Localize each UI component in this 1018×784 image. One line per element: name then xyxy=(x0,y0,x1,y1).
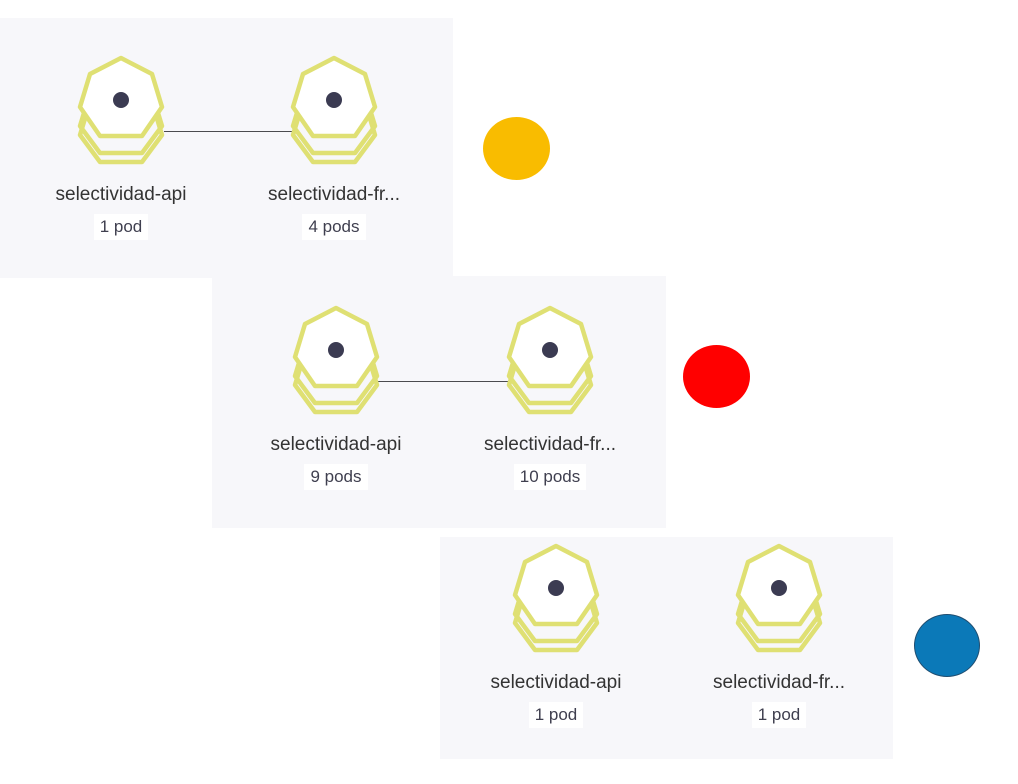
service-name: selectividad-api xyxy=(270,434,402,455)
stacked-heptagon-icon xyxy=(76,55,166,165)
status-indicator-yellow xyxy=(483,117,550,180)
service-node-frontend[interactable]: selectividad-fr... 1 pod xyxy=(704,543,854,728)
service-node-api[interactable]: selectividad-api 9 pods xyxy=(261,305,411,490)
service-link-1 xyxy=(164,131,294,132)
pod-count: 10 pods xyxy=(513,464,587,490)
service-group-panel-1 xyxy=(0,18,453,278)
service-link-2 xyxy=(378,381,508,382)
service-name: selectividad-fr... xyxy=(268,184,400,205)
service-name: selectividad-api xyxy=(490,672,622,693)
service-name: selectividad-api xyxy=(55,184,187,205)
pod-count: 1 pod xyxy=(93,214,149,240)
stacked-heptagon-icon xyxy=(291,305,381,415)
service-node-frontend[interactable]: selectividad-fr... 4 pods xyxy=(259,55,409,240)
service-name: selectividad-fr... xyxy=(713,672,845,693)
service-name: selectividad-fr... xyxy=(484,434,616,455)
service-group-panel-2 xyxy=(212,276,666,528)
service-node-api[interactable]: selectividad-api 1 pod xyxy=(46,55,196,240)
stacked-heptagon-icon xyxy=(734,543,824,653)
pod-count: 4 pods xyxy=(302,214,366,240)
stacked-heptagon-icon xyxy=(505,305,595,415)
pod-count: 9 pods xyxy=(304,464,368,490)
status-indicator-blue xyxy=(914,614,980,677)
pod-count: 1 pod xyxy=(751,702,807,728)
service-group-panel-3 xyxy=(440,537,893,759)
service-node-api[interactable]: selectividad-api 1 pod xyxy=(481,543,631,728)
stacked-heptagon-icon xyxy=(289,55,379,165)
pod-count: 1 pod xyxy=(528,702,584,728)
status-indicator-red xyxy=(683,345,750,408)
stacked-heptagon-icon xyxy=(511,543,601,653)
service-node-frontend[interactable]: selectividad-fr... 10 pods xyxy=(475,305,625,490)
